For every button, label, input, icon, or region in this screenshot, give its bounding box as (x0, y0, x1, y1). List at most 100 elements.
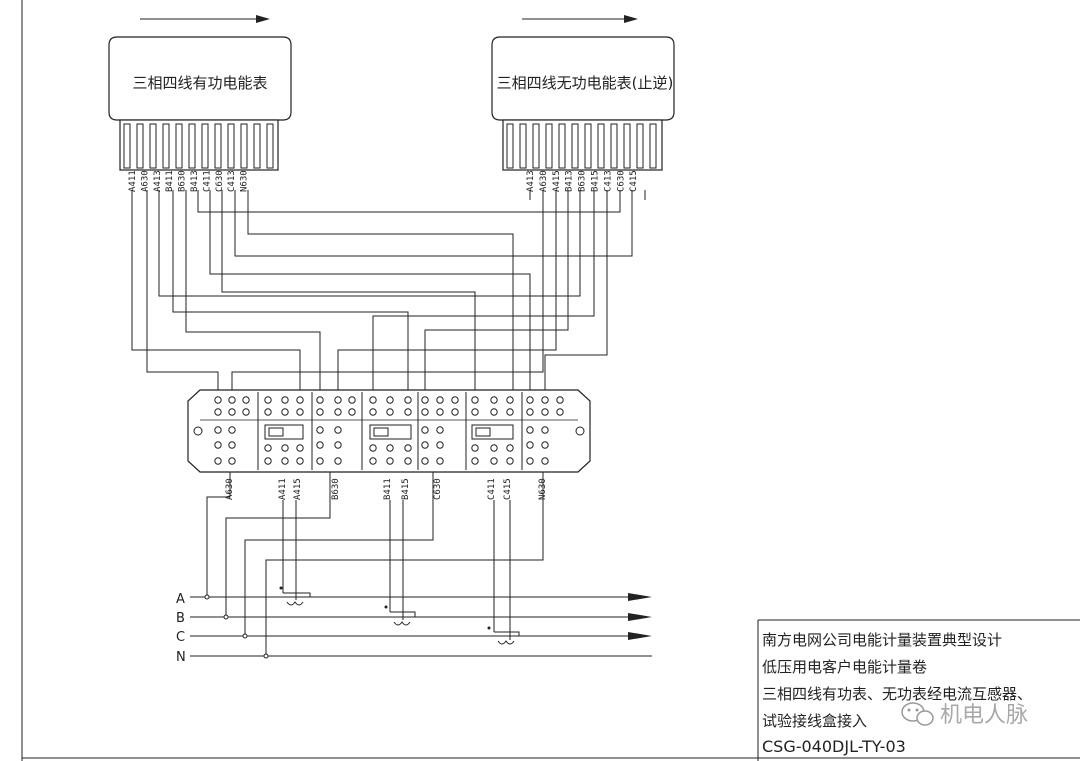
terminal-screw (436, 408, 444, 416)
title-line-3: 三相四线有功表、无功表经电流互感器、 (762, 685, 1032, 703)
terminal-screw (228, 396, 236, 404)
terminal-screw (556, 396, 564, 404)
terminal-label: C413 (603, 170, 613, 192)
terminal-label: C630 (616, 170, 626, 192)
terminal-label: N630 (240, 170, 250, 192)
terminal-screw (281, 396, 289, 404)
terminal-screw (541, 426, 549, 434)
terminal-screw (228, 457, 236, 465)
meter-terminal-slot (558, 123, 566, 169)
title-line-2: 低压用电客户电能计量卷 (762, 658, 927, 676)
terminal-screw (334, 408, 342, 416)
terminal-screw (242, 396, 250, 404)
terminal-label: A415 (552, 170, 562, 192)
terminal-screw (316, 396, 324, 404)
test-box-label: B630 (331, 478, 341, 500)
terminal-screw (264, 457, 272, 465)
terminal-screw (421, 408, 429, 416)
meter-terminal-slot (149, 123, 157, 169)
terminal-screw (296, 408, 304, 416)
terminal-screw (404, 444, 412, 452)
test-terminal-box (187, 389, 591, 473)
terminal-screw (214, 441, 222, 449)
terminal-label: B411 (165, 170, 175, 192)
terminal-screw (451, 408, 459, 416)
reactive-energy-meter: 三相四线无功电能表(止逆) (491, 36, 675, 171)
meter-terminal-slot (545, 123, 553, 169)
terminal-screw (316, 408, 324, 416)
terminal-screw (242, 408, 250, 416)
wechat-icon (901, 702, 934, 726)
terminal-label: A630 (140, 170, 150, 192)
terminal-screw (421, 441, 429, 449)
terminal-screw (296, 457, 304, 465)
terminal-screw (471, 457, 479, 465)
meter-terminal-slot (636, 123, 644, 169)
meter-terminal-slot (253, 123, 261, 169)
top-arrow-right (522, 15, 638, 23)
terminal-screw (369, 444, 377, 452)
test-box-label: C630 (433, 478, 443, 500)
terminal-screw (490, 457, 498, 465)
watermark: 机电人脉 (901, 702, 1028, 728)
bus-label-c: C (176, 630, 185, 645)
terminal-screw (369, 396, 377, 404)
terminal-screw (264, 396, 272, 404)
test-box-label: C415 (503, 478, 513, 500)
terminal-screw (369, 408, 377, 416)
active-meter-title: 三相四线有功电能表 (132, 74, 267, 92)
terminal-label: C415 (629, 170, 639, 192)
terminal-screw (506, 408, 514, 416)
terminal-label: C630 (215, 170, 225, 192)
meter-terminal-slot (214, 123, 222, 169)
terminal-screw (436, 396, 444, 404)
terminal-screw (451, 396, 459, 404)
bus-label-b: B (176, 611, 185, 626)
watermark-text: 机电人脉 (940, 703, 1028, 728)
terminal-screw (506, 396, 514, 404)
terminal-screw (526, 426, 534, 434)
meter-terminal-slot (266, 123, 274, 169)
terminal-screw (404, 457, 412, 465)
terminal-screw (421, 457, 429, 465)
terminal-screw (541, 396, 549, 404)
terminal-screw (214, 457, 222, 465)
terminal-screw (228, 426, 236, 434)
bus-label-n: N (176, 650, 186, 665)
terminal-label: A413 (153, 170, 163, 192)
terminal-label: A413 (526, 170, 536, 192)
terminal-screw (228, 408, 236, 416)
terminal-screw (471, 408, 479, 416)
meter-wiring (131, 190, 646, 392)
meter-terminal-slot (571, 123, 579, 169)
title-line-4: 试验接线盒接入 (762, 712, 867, 730)
test-box-label: B411 (383, 478, 393, 500)
terminal-label: C411 (202, 170, 212, 192)
reactive-meter-title: 三相四线无功电能表(止逆) (497, 74, 674, 92)
active-energy-meter: 三相四线有功电能表 (108, 36, 292, 171)
mounting-hole-left (193, 426, 203, 436)
meter-terminal-slot (623, 123, 631, 169)
terminal-screw (334, 396, 342, 404)
terminal-label: B415 (591, 170, 601, 192)
terminal-screw (436, 457, 444, 465)
terminal-screw (386, 408, 394, 416)
meter-terminal-slot (188, 123, 196, 169)
meter-terminal-slot (519, 123, 527, 169)
terminal-screw (526, 441, 534, 449)
terminal-screw (386, 457, 394, 465)
terminal-screw (348, 408, 356, 416)
test-box-label: B415 (401, 478, 411, 500)
meter-terminal-slot (649, 123, 657, 169)
terminal-screw (490, 444, 498, 452)
terminal-screw (369, 457, 377, 465)
terminal-screw (556, 408, 564, 416)
test-box-label: C411 (487, 478, 497, 500)
terminal-screw (404, 408, 412, 416)
terminal-screw (334, 441, 342, 449)
terminal-screw (541, 457, 549, 465)
meter-terminal-slot (162, 123, 170, 169)
